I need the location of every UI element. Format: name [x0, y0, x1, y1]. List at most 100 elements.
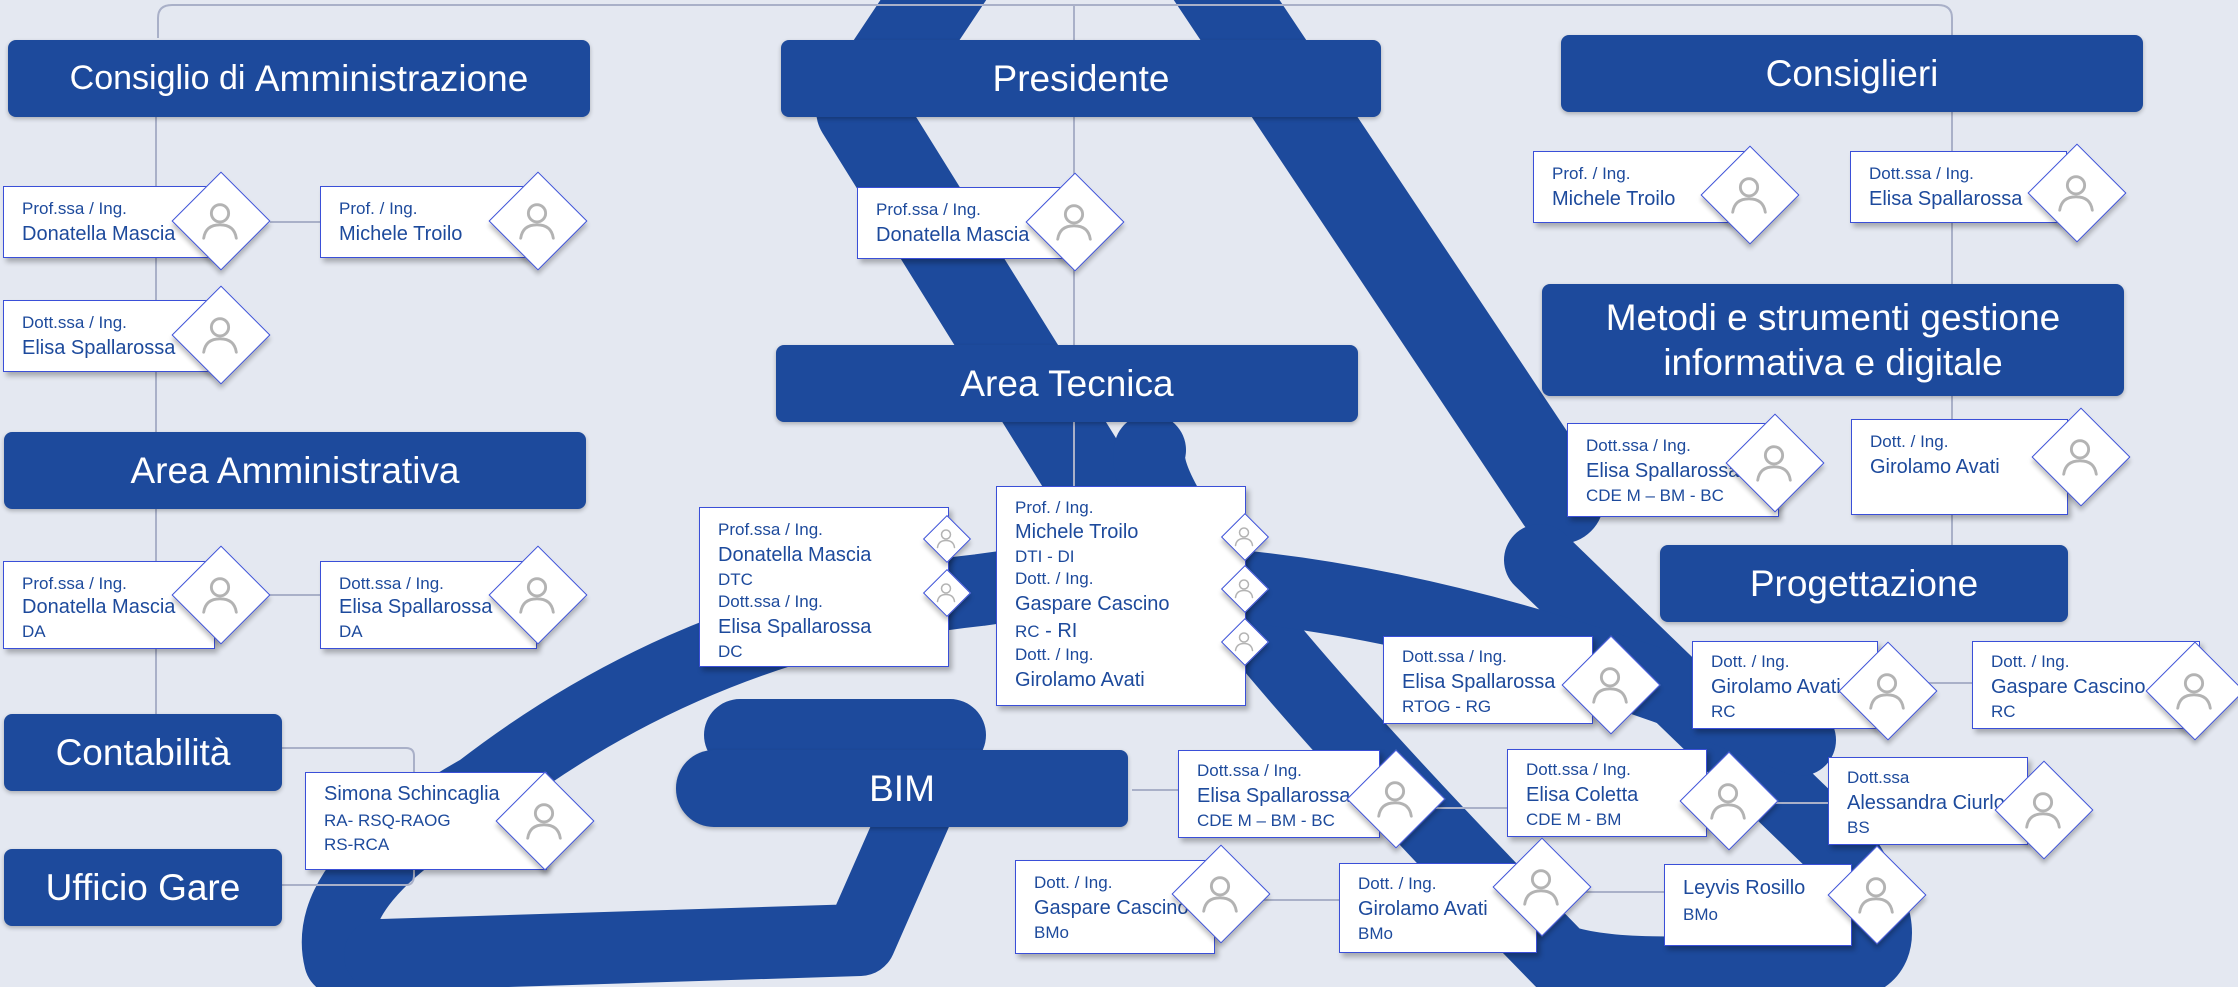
user-icon	[2058, 175, 2094, 212]
user-icon	[1710, 783, 1746, 820]
user-icon	[936, 529, 956, 549]
area-tecnica-title: Area Tecnica	[960, 362, 1174, 404]
person-title: Prof. / Ing.	[339, 199, 418, 218]
person-name: Donatella Mascia	[22, 596, 176, 618]
person-card-metodi-avati: Dott. / Ing. Girolamo Avati	[1851, 419, 2068, 515]
person-title: Prof.ssa / Ing.	[718, 520, 823, 539]
user-icon	[2176, 673, 2212, 710]
person-title: Dott.ssa / Ing.	[22, 313, 127, 332]
person-title: Dott. / Ing.	[1015, 569, 1094, 588]
user-icon	[1592, 667, 1628, 704]
person-code: CDE M - BM	[1526, 810, 1622, 829]
consiglio-main-text: Amministrazione	[254, 57, 529, 99]
metodi-strumenti-header: Metodi e strumenti gestione informativa …	[1542, 284, 2124, 396]
person-card-progettazione-avati: Dott. / Ing. Girolamo Avati RC	[1692, 641, 1878, 729]
user-icon	[519, 577, 555, 614]
person-name: Elisa Spallarossa	[1402, 671, 1556, 693]
user-icon	[526, 803, 562, 840]
person-title: Dott.ssa / Ing.	[718, 592, 823, 611]
user-icon	[2062, 439, 2098, 476]
person-name: Gaspare Cascino	[1034, 897, 1189, 919]
person-title: Dott. / Ing.	[1015, 645, 1094, 664]
person-code: DA	[339, 622, 363, 641]
person-card-tecnica-center: Prof. / Ing. Michele Troilo DTI - DI Dot…	[996, 486, 1246, 706]
person-title: Dott.ssa	[1847, 768, 1910, 787]
person-card-amministrativa-spallarossa: Dott.ssa / Ing. Elisa Spallarossa DA	[320, 561, 537, 649]
person-code: DA	[22, 622, 46, 641]
person-name: Elisa Spallarossa	[1869, 188, 2023, 210]
metodi-title-line2: informativa e digitale	[1663, 342, 2003, 383]
person-name: Girolamo Avati	[1711, 676, 1841, 698]
metodi-title-line1: Metodi e strumenti gestione	[1605, 296, 2061, 338]
bim-header: BIM	[676, 750, 1128, 827]
user-icon	[1234, 632, 1254, 652]
person-title: Dott.ssa / Ing.	[1402, 647, 1507, 666]
person-title: Prof.ssa / Ing.	[22, 199, 127, 218]
user-icon	[1523, 869, 1559, 906]
person-card-progettazione-spallarossa: Dott.ssa / Ing. Elisa Spallarossa RTOG -…	[1383, 636, 1593, 724]
person-name: Gaspare Cascino	[1015, 593, 1170, 615]
person-code: BS	[1847, 818, 1870, 837]
person-name: Michele Troilo	[1552, 188, 1676, 210]
person-code: RTOG - RG	[1402, 697, 1492, 716]
ufficio-gare-header: Ufficio Gare	[4, 849, 282, 926]
area-amministrativa-header: Area Amministrativa	[4, 432, 586, 509]
consiglio-prefix-text: Consiglio di	[69, 58, 255, 97]
user-icon	[1869, 673, 1905, 710]
person-title: Prof. / Ing.	[1552, 164, 1631, 183]
user-icon	[1202, 876, 1238, 913]
area-amministrativa-title: Area Amministrativa	[130, 449, 460, 491]
person-name: Donatella Mascia	[876, 224, 1030, 246]
person-title: Dott. / Ing.	[1034, 873, 1113, 892]
person-name: Elisa Spallarossa	[22, 337, 176, 359]
consiglieri-header: Consiglieri	[1561, 35, 2143, 112]
user-icon	[1377, 781, 1413, 818]
person-card-bim-cascino: Dott. / Ing. Gaspare Cascino BMo	[1015, 860, 1215, 954]
contabilita-header: Contabilità	[4, 714, 282, 791]
person-title: Dott. / Ing.	[1711, 652, 1790, 671]
person-title: Dott. / Ing.	[1991, 652, 2070, 671]
person-card-bim-coletta: Dott.ssa / Ing. Elisa Coletta CDE M - BM	[1507, 749, 1707, 837]
contabilita-title: Contabilità	[55, 731, 231, 773]
person-code: BMo	[1034, 923, 1069, 942]
code-rc: RC	[1015, 622, 1040, 641]
progettazione-title: Progettazione	[1749, 562, 1979, 604]
person-card-bim-rosillo: Leyvis Rosillo BMo	[1664, 864, 1852, 946]
person-name: Michele Troilo	[1015, 521, 1139, 543]
presidente-title: Presidente	[992, 57, 1170, 99]
ufficio-gare-title: Ufficio Gare	[45, 866, 241, 908]
user-icon	[519, 203, 555, 240]
consiglio-amministrazione-header: Consiglio di Amministrazione	[8, 40, 590, 117]
person-title: Prof.ssa / Ing.	[876, 200, 981, 219]
user-icon	[202, 577, 238, 614]
code-ri: - RI	[1039, 620, 1078, 642]
person-card-bim-spallarossa: Dott.ssa / Ing. Elisa Spallarossa CDE M …	[1178, 750, 1380, 838]
person-code: RC	[1991, 702, 2016, 721]
consiglieri-title: Consiglieri	[1765, 52, 1939, 94]
person-name: Gaspare Cascino	[1991, 676, 2146, 698]
person-code: DTC	[718, 570, 753, 589]
person-name: Elisa Spallarossa	[1197, 785, 1351, 807]
person-code: RC	[1711, 702, 1736, 721]
person-code: RA- RSQ-RAOG	[324, 811, 451, 830]
person-card-amministrativa-mascia: Prof.ssa / Ing. Donatella Mascia DA	[3, 561, 215, 649]
user-icon	[202, 317, 238, 354]
person-code: RC - RI	[1015, 620, 1077, 643]
person-code: CDE M – BM - BC	[1586, 486, 1724, 505]
presidente-header: Presidente	[781, 40, 1381, 117]
user-icon	[1234, 579, 1254, 599]
person-name: Girolamo Avati	[1358, 898, 1488, 920]
person-name: Elisa Spallarossa	[718, 616, 872, 638]
user-icon	[1234, 527, 1254, 547]
person-title: Dott.ssa / Ing.	[339, 574, 444, 593]
person-name: Girolamo Avati	[1870, 456, 2000, 478]
person-name: Alessandra Ciurlo	[1847, 792, 2005, 814]
person-title: Dott. / Ing.	[1870, 432, 1949, 451]
person-title: Dott. / Ing.	[1358, 874, 1437, 893]
user-icon	[2025, 792, 2061, 829]
area-tecnica-header: Area Tecnica	[776, 345, 1358, 422]
person-title: Dott.ssa / Ing.	[1869, 164, 1974, 183]
person-name: Girolamo Avati	[1015, 669, 1145, 691]
person-title: Prof. / Ing.	[1015, 498, 1094, 517]
user-icon	[202, 203, 238, 240]
